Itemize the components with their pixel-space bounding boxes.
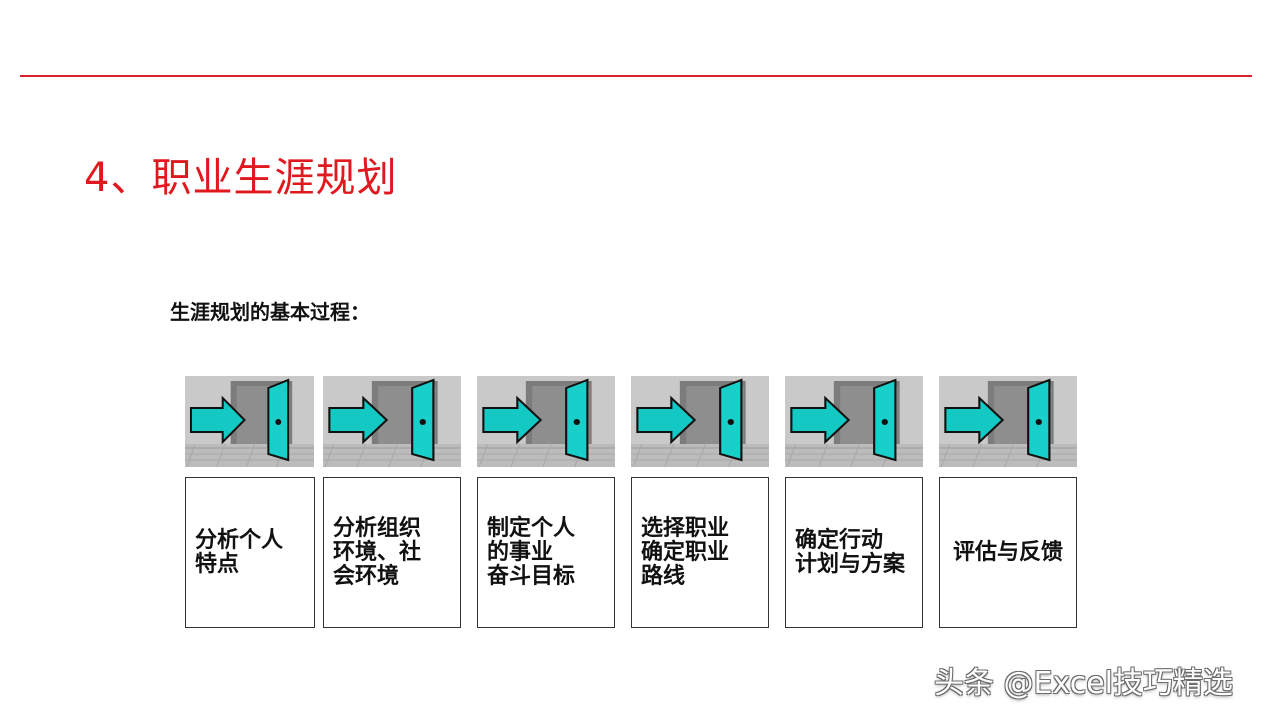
process-step-label: 分析个人 特点 (195, 527, 284, 577)
process-step-label: 分析组织 环境、社 会环境 (333, 515, 422, 589)
process-step-6: 评估与反馈 (939, 477, 1077, 628)
process-step-4: 选择职业 确定职业 路线 (631, 477, 769, 628)
process-step-2: 分析组织 环境、社 会环境 (323, 477, 461, 628)
door-enter-arrow-icon (477, 376, 615, 467)
slide-title: 4、职业生涯规划 (84, 155, 398, 201)
process-step-label: 评估与反馈 (952, 539, 1063, 565)
process-step-1: 分析个人 特点 (185, 477, 315, 628)
process-step-label: 确定行动 计划与方案 (795, 527, 906, 577)
process-step-5: 确定行动 计划与方案 (785, 477, 923, 628)
door-enter-arrow-icon (185, 376, 314, 467)
process-step-label: 选择职业 确定职业 路线 (641, 515, 730, 589)
process-step-label: 制定个人 的事业 奋斗目标 (487, 515, 576, 589)
watermark: 头条 @Excel技巧精选 (934, 666, 1234, 701)
process-step-3: 制定个人 的事业 奋斗目标 (477, 477, 615, 628)
door-enter-arrow-icon (939, 376, 1077, 467)
door-enter-arrow-icon (631, 376, 769, 467)
process-subtitle: 生涯规划的基本过程： (170, 300, 370, 324)
door-enter-arrow-icon (323, 376, 461, 467)
header-divider (20, 75, 1252, 77)
door-enter-arrow-icon (785, 376, 923, 467)
